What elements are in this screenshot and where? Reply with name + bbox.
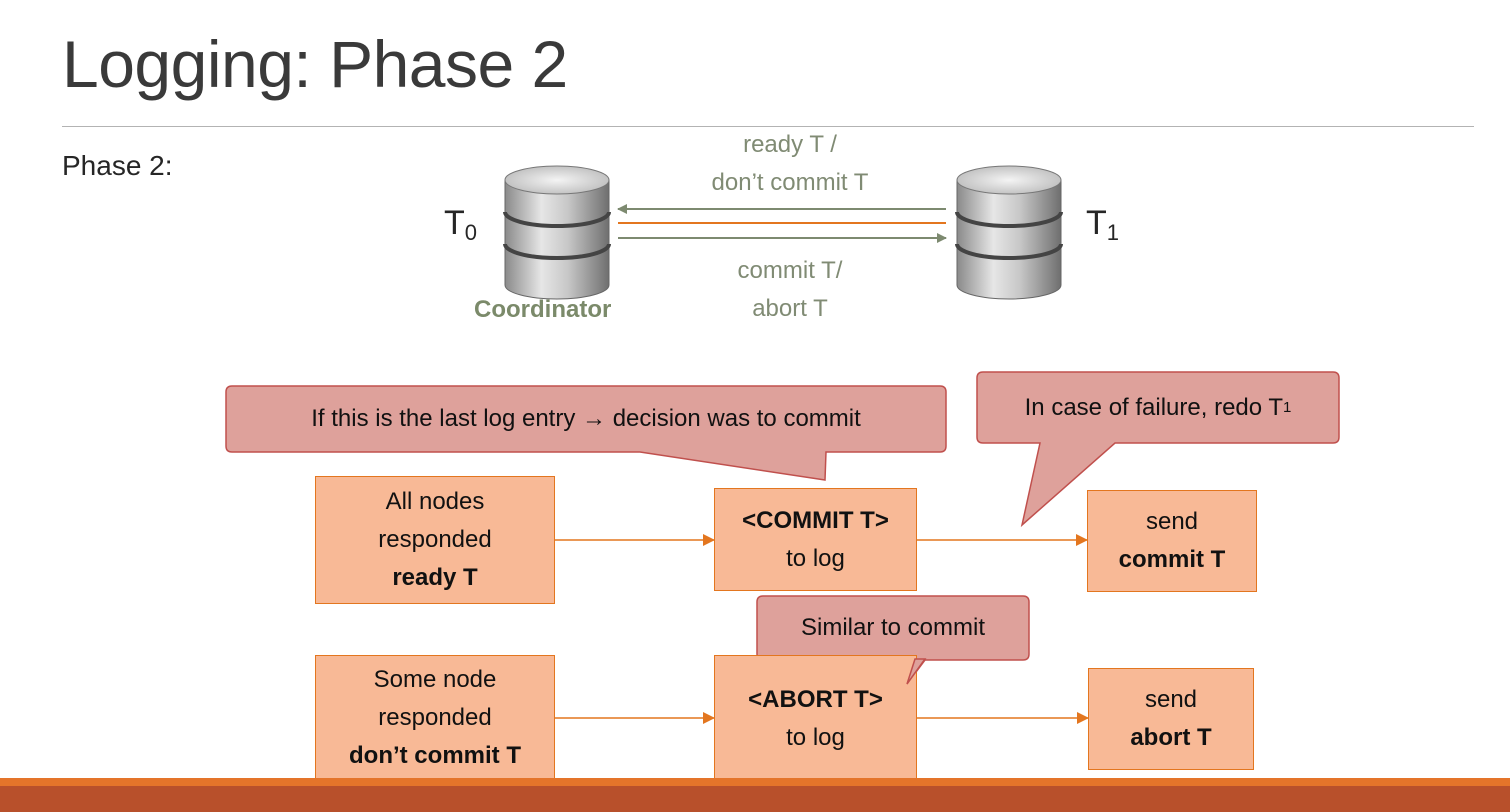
- send-commit-box: send commit T: [1087, 490, 1257, 592]
- slide-title: Logging: Phase 2: [62, 27, 568, 101]
- abort-log-box: <ABORT T> to log: [714, 655, 917, 783]
- last-entry-callout: [225, 385, 947, 481]
- decision-message-label: commit T/ abort T: [737, 257, 843, 322]
- participant-database-icon: [955, 165, 1063, 300]
- coordinator-database-icon: [503, 165, 611, 300]
- failure-callout: [976, 371, 1340, 528]
- coordinator-role-label: Coordinator: [474, 296, 612, 323]
- footer-bar: [0, 786, 1510, 812]
- commit-log-box: <COMMIT T> to log: [714, 488, 917, 591]
- phase-label: Phase 2:: [62, 150, 173, 181]
- coordinator-node-label: T0: [444, 204, 478, 245]
- right-arrow-icon: →: [582, 405, 607, 432]
- last-entry-callout-text: If this is the last log entry → decision…: [311, 405, 861, 432]
- send-abort-box: send abort T: [1088, 668, 1254, 770]
- footer-accent-bar: [0, 778, 1510, 786]
- similar-callout-text: Similar to commit: [800, 614, 986, 641]
- all-ready-condition-box: All nodes responded ready T: [315, 476, 555, 604]
- participant-node-label: T1: [1086, 204, 1120, 245]
- title-divider: [62, 126, 1474, 127]
- vote-message-label: ready T / don’t commit T: [711, 131, 869, 196]
